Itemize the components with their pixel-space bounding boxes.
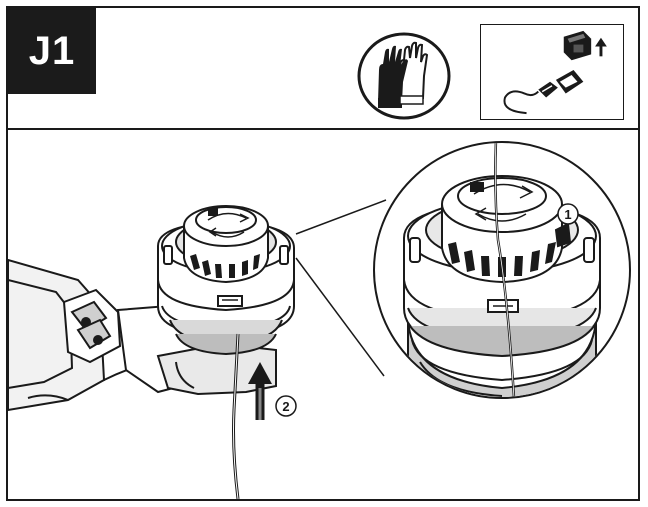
instruction-header	[8, 8, 638, 130]
callout-2: 2	[282, 399, 289, 414]
battery-removal-panel	[480, 24, 624, 120]
zoom-detail	[373, 141, 631, 399]
step-label: J1	[28, 28, 76, 73]
zoom-connector-top	[295, 199, 387, 235]
step-tab: J1	[8, 8, 96, 94]
trimmer-head-illustration: 2	[8, 141, 631, 499]
gloves-icon	[357, 32, 451, 120]
zoom-connector-bottom	[295, 257, 385, 377]
callout-1: 1	[564, 207, 571, 222]
push-arrow-icon	[248, 362, 272, 420]
instruction-frame	[6, 6, 640, 501]
arrow-up-icon	[595, 37, 607, 57]
battery-removal-icon	[503, 30, 607, 115]
trimmer-head-left	[157, 205, 295, 356]
trimmer-shaft	[8, 258, 159, 412]
